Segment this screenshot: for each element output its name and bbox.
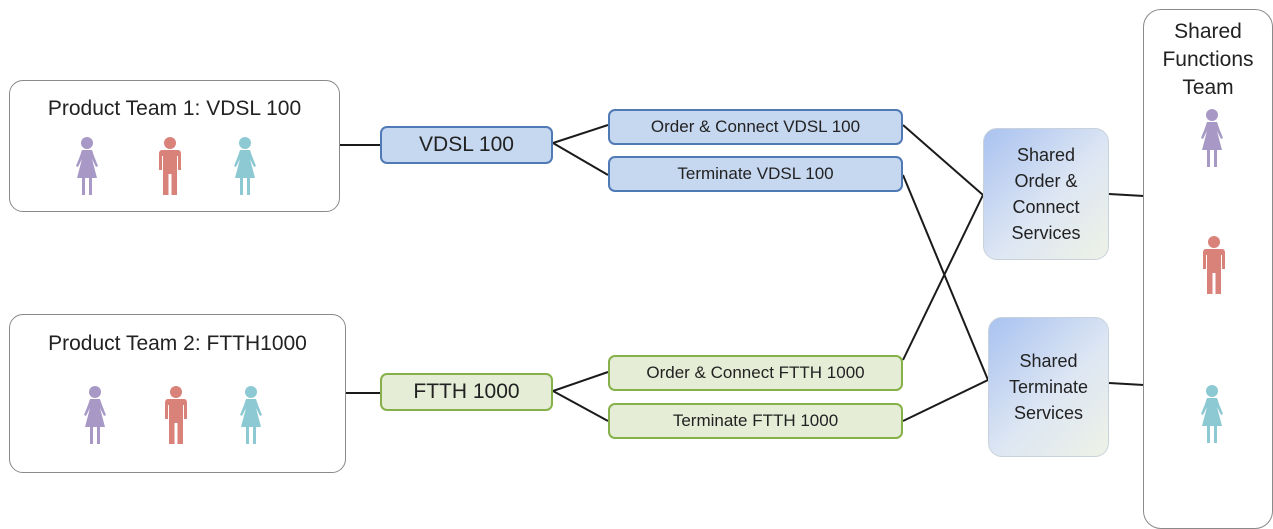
person-female-teal-icon	[1198, 384, 1226, 449]
connector-term-svc-shared	[1108, 382, 1146, 386]
person-female-purple-icon	[73, 136, 101, 201]
shared-functions-team-box: Shared Functions Team	[1143, 9, 1273, 529]
connector-order-svc-shared	[1108, 193, 1146, 197]
connector-vdsl-order	[552, 124, 609, 144]
order-connect-vdsl-box: Order & Connect VDSL 100	[608, 109, 903, 145]
product-team-1-box: Product Team 1: VDSL 100	[9, 80, 340, 212]
person-female-purple-icon	[1198, 108, 1226, 173]
ftth-1000-box: FTTH 1000	[380, 373, 553, 411]
connector-ftth-terminate	[552, 390, 609, 422]
connector-order-ftth-svc	[902, 194, 984, 361]
shared-order-connect-services-box: Shared Order & Connect Services	[983, 128, 1109, 260]
person-female-teal-icon	[237, 385, 265, 450]
connector-lines	[340, 124, 1146, 422]
connector-term-vdsl-svc	[902, 174, 989, 381]
shared-functions-team-title: Shared Functions Team	[1162, 20, 1254, 99]
connector-ftth-order	[552, 371, 609, 392]
terminate-ftth-box: Terminate FTTH 1000	[608, 403, 903, 439]
vdsl-100-box: VDSL 100	[380, 126, 553, 164]
order-connect-ftth-box: Order & Connect FTTH 1000	[608, 355, 903, 391]
person-male-red-icon	[162, 385, 190, 450]
product-team-1-title: Product Team 1: VDSL 100	[47, 97, 302, 120]
person-male-red-icon	[1200, 235, 1228, 300]
shared-order-connect-services-label: Shared Order & Connect Services	[1011, 145, 1081, 243]
connector-order-vdsl-svc	[902, 124, 984, 196]
person-female-purple-icon	[81, 385, 109, 450]
shared-terminate-services-label: Shared Terminate Services	[1008, 351, 1089, 423]
product-team-2-title: Product Team 2: FTTH1000	[48, 332, 307, 355]
connector-vdsl-terminate	[552, 142, 609, 176]
shared-terminate-services-box: Shared Terminate Services	[988, 317, 1109, 457]
connector-term-ftth-svc	[902, 379, 989, 422]
person-male-red-icon	[156, 136, 184, 201]
terminate-vdsl-box: Terminate VDSL 100	[608, 156, 903, 192]
product-team-2-box: Product Team 2: FTTH1000	[9, 314, 346, 473]
person-female-teal-icon	[231, 136, 259, 201]
